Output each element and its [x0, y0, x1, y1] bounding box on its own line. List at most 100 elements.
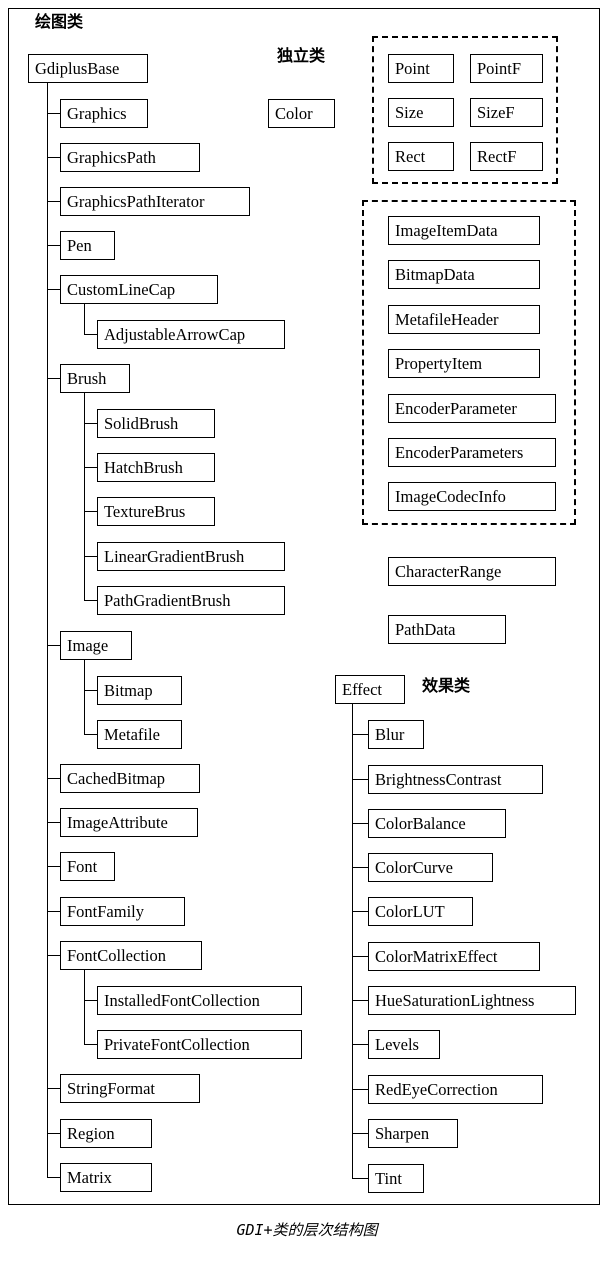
connector-elbow-sharpen [352, 1133, 368, 1135]
node-colorlut[interactable]: ColorLUT [368, 897, 473, 926]
node-brush[interactable]: Brush [60, 364, 130, 393]
connector-elbow-colorbalance [352, 823, 368, 825]
node-brightnesscontrast[interactable]: BrightnessContrast [368, 765, 543, 794]
node-graphicspath[interactable]: GraphicsPath [60, 143, 200, 172]
connector-elbow-bitmap [84, 690, 97, 692]
node-metafileheader[interactable]: MetafileHeader [388, 305, 540, 334]
connector-elbow-hatchbrush [84, 467, 97, 469]
section-label-effect: 效果类 [422, 676, 471, 695]
node-pen[interactable]: Pen [60, 231, 115, 260]
node-rect[interactable]: Rect [388, 142, 454, 171]
connector-elbow-lineargradientbrush [84, 556, 97, 558]
node-levels[interactable]: Levels [368, 1030, 440, 1059]
connector-elbow-colorcurve [352, 867, 368, 869]
node-matrix[interactable]: Matrix [60, 1163, 152, 1192]
connector-elbow-font [47, 866, 60, 868]
diagram-outer-border [8, 8, 600, 1205]
connector-spine-brush [84, 393, 86, 601]
node-installedfontcollection[interactable]: InstalledFontCollection [97, 986, 302, 1015]
node-privatefontcollection[interactable]: PrivateFontCollection [97, 1030, 302, 1059]
node-propertyitem[interactable]: PropertyItem [388, 349, 540, 378]
connector-elbow-image [47, 645, 60, 647]
node-colormatrixeffect[interactable]: ColorMatrixEffect [368, 942, 540, 971]
connector-spine-fontcollection [84, 970, 86, 1045]
connector-spine-effect [352, 704, 354, 1179]
node-effect[interactable]: Effect [335, 675, 405, 704]
connector-elbow-redeyecorrection [352, 1089, 368, 1091]
connector-elbow-brightnesscontrast [352, 779, 368, 781]
connector-spine-image [84, 660, 86, 735]
connector-elbow-brush [47, 378, 60, 380]
node-gdiplusbase[interactable]: GdiplusBase [28, 54, 148, 83]
node-bitmapdata[interactable]: BitmapData [388, 260, 540, 289]
node-metafile[interactable]: Metafile [97, 720, 182, 749]
connector-elbow-pathgradientbrush [84, 600, 97, 602]
node-font[interactable]: Font [60, 852, 115, 881]
node-stringformat[interactable]: StringFormat [60, 1074, 200, 1103]
node-tint[interactable]: Tint [368, 1164, 424, 1193]
diagram-caption: GDI+类的层次结构图 [236, 1221, 378, 1239]
connector-elbow-installedfontcollection [84, 1000, 97, 1002]
section-label-drawing: 绘图类 [35, 12, 84, 31]
node-hatchbrush[interactable]: HatchBrush [97, 453, 215, 482]
connector-elbow-adjustablearrowcap [84, 334, 97, 336]
node-imageitemdata[interactable]: ImageItemData [388, 216, 540, 245]
connector-elbow-region [47, 1133, 60, 1135]
node-solidbrush[interactable]: SolidBrush [97, 409, 215, 438]
node-colorbalance[interactable]: ColorBalance [368, 809, 506, 838]
node-sizef[interactable]: SizeF [470, 98, 543, 127]
node-adjustablearrowcap[interactable]: AdjustableArrowCap [97, 320, 285, 349]
connector-elbow-huesaturationlightness [352, 1000, 368, 1002]
group-imaging-structs [362, 200, 576, 525]
node-imagecodecinfo[interactable]: ImageCodecInfo [388, 482, 556, 511]
connector-elbow-metafile [84, 734, 97, 736]
node-fontcollection[interactable]: FontCollection [60, 941, 202, 970]
node-encoderparameter[interactable]: EncoderParameter [388, 394, 556, 423]
node-size[interactable]: Size [388, 98, 454, 127]
connector-elbow-blur [352, 734, 368, 736]
connector-elbow-texturebrus [84, 511, 97, 513]
node-lineargradientbrush[interactable]: LinearGradientBrush [97, 542, 285, 571]
node-pathdata[interactable]: PathData [388, 615, 506, 644]
node-characterrange[interactable]: CharacterRange [388, 557, 556, 586]
group-geometry-structs [372, 36, 558, 184]
node-pathgradientbrush[interactable]: PathGradientBrush [97, 586, 285, 615]
connector-elbow-colormatrixeffect [352, 956, 368, 958]
connector-elbow-imageattribute [47, 822, 60, 824]
connector-elbow-tint [352, 1178, 368, 1180]
node-huesaturationlightness[interactable]: HueSaturationLightness [368, 986, 576, 1015]
connector-elbow-matrix [47, 1177, 60, 1179]
connector-elbow-solidbrush [84, 423, 97, 425]
node-graphics[interactable]: Graphics [60, 99, 148, 128]
node-pointf[interactable]: PointF [470, 54, 543, 83]
node-graphicspathiterator[interactable]: GraphicsPathIterator [60, 187, 250, 216]
node-rectf[interactable]: RectF [470, 142, 543, 171]
connector-elbow-privatefontcollection [84, 1044, 97, 1046]
node-color[interactable]: Color [268, 99, 335, 128]
connector-elbow-stringformat [47, 1088, 60, 1090]
node-redeyecorrection[interactable]: RedEyeCorrection [368, 1075, 543, 1104]
connector-elbow-graphics [47, 113, 60, 115]
node-colorcurve[interactable]: ColorCurve [368, 853, 493, 882]
node-point[interactable]: Point [388, 54, 454, 83]
connector-elbow-colorlut [352, 911, 368, 913]
node-encoderparameters[interactable]: EncoderParameters [388, 438, 556, 467]
node-customlinecap[interactable]: CustomLineCap [60, 275, 218, 304]
section-label-standalone: 独立类 [277, 46, 326, 65]
connector-elbow-graphicspath [47, 157, 60, 159]
node-bitmap[interactable]: Bitmap [97, 676, 182, 705]
connector-elbow-cachedbitmap [47, 778, 60, 780]
connector-spine-drawing [47, 83, 49, 1178]
node-cachedbitmap[interactable]: CachedBitmap [60, 764, 200, 793]
node-texturebrus[interactable]: TextureBrus [97, 497, 215, 526]
node-imageattribute[interactable]: ImageAttribute [60, 808, 198, 837]
connector-elbow-graphicspathiterator [47, 201, 60, 203]
node-fontfamily[interactable]: FontFamily [60, 897, 185, 926]
node-region[interactable]: Region [60, 1119, 152, 1148]
connector-elbow-fontcollection [47, 955, 60, 957]
node-image[interactable]: Image [60, 631, 132, 660]
node-sharpen[interactable]: Sharpen [368, 1119, 458, 1148]
connector-elbow-fontfamily [47, 911, 60, 913]
node-blur[interactable]: Blur [368, 720, 424, 749]
